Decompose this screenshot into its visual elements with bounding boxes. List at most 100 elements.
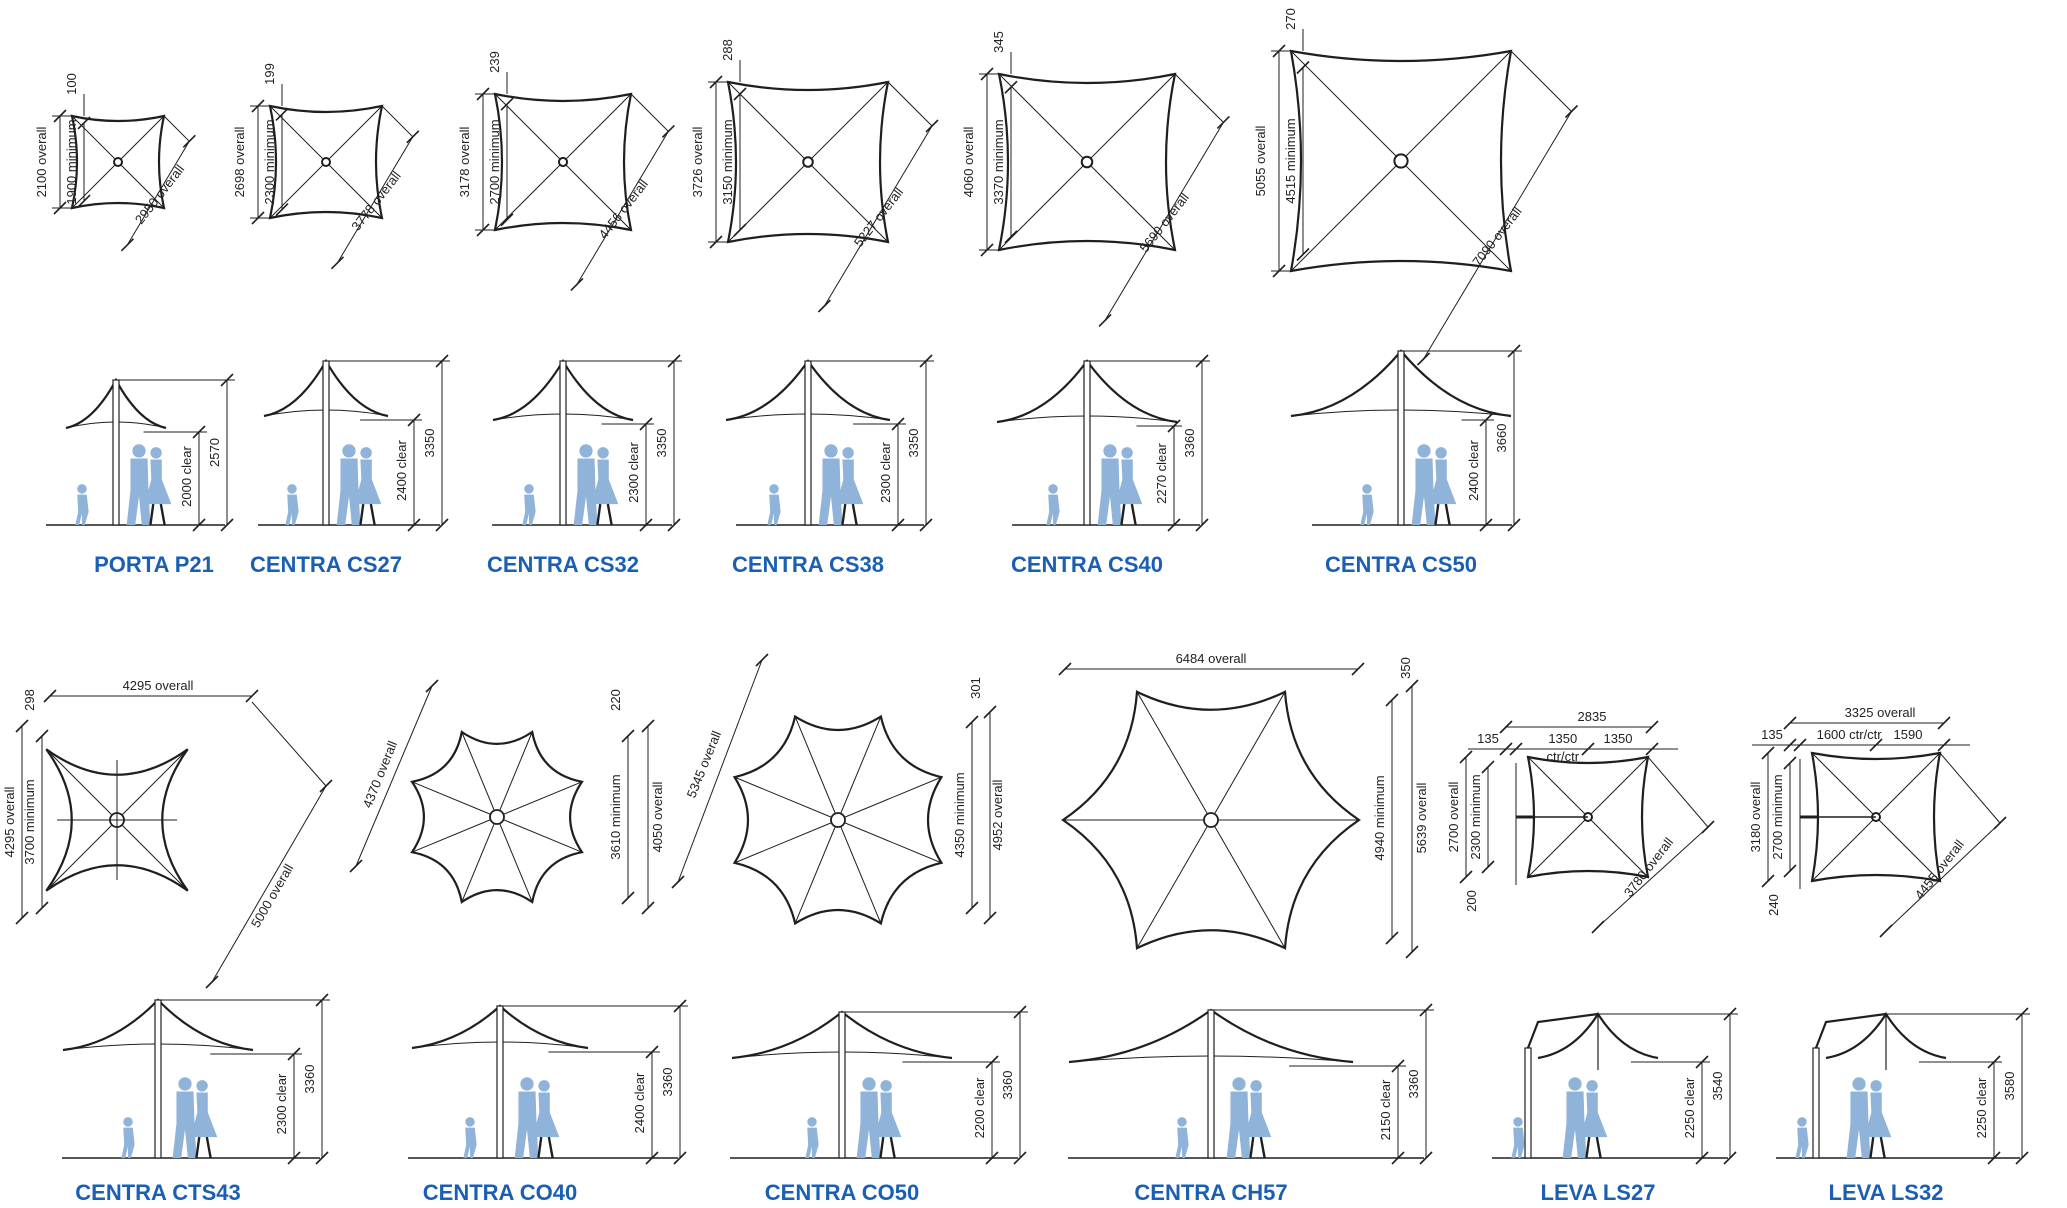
- model-title: LEVA LS32: [1829, 1180, 1944, 1205]
- dimension-extension: [630, 93, 669, 132]
- child-figure-icon: [1048, 484, 1058, 494]
- dimension-tick: [192, 518, 206, 532]
- woman-figure-icon: [597, 447, 609, 459]
- dimension-tick: [733, 223, 747, 237]
- canopy-rib: [562, 161, 632, 231]
- dimension-tick: [1004, 80, 1018, 94]
- woman-figure-icon: [150, 447, 162, 459]
- mast-hub: [321, 157, 331, 167]
- canopy-rib: [1086, 161, 1176, 251]
- dimension-tick: [641, 719, 655, 733]
- dimension-tick: [43, 689, 57, 703]
- top-offset-label: 298: [22, 689, 37, 711]
- width-dimension-label: 6484 overall: [1176, 651, 1247, 666]
- mast-hub: [802, 156, 814, 168]
- child-figure-icon: [463, 1127, 477, 1158]
- dimension-tick: [315, 993, 329, 1007]
- dimension-line: [211, 785, 327, 983]
- woman-figure-icon: [149, 503, 155, 526]
- dimension-tick: [1098, 313, 1112, 327]
- dimension-tick: [220, 373, 234, 387]
- width-dimension-label: 4295 overall: [123, 678, 194, 693]
- dimension-tick: [220, 518, 234, 532]
- dimension-tick: [570, 277, 584, 291]
- mast-pole: [838, 1011, 846, 1159]
- bottom-offset-label: 240: [1766, 894, 1781, 916]
- mast-hub: [1203, 812, 1219, 828]
- canopy-rib: [71, 161, 119, 209]
- child-figure-icon: [1513, 1117, 1523, 1127]
- minimum-dimension-label: 2700 minimum: [1770, 774, 1785, 859]
- overall-dimension-label: 3726 overall: [690, 126, 705, 197]
- dimension-tick: [1761, 746, 1775, 760]
- woman-figure-icon: [874, 1092, 902, 1138]
- clear-height-label: 2300 clear: [878, 441, 893, 502]
- woman-figure-icon: [1585, 1136, 1591, 1159]
- model-title: CENTRA CS40: [1011, 552, 1163, 577]
- man-figure-icon: [1411, 458, 1436, 525]
- canopy-rib: [325, 105, 383, 163]
- woman-figure-icon: [196, 1080, 208, 1092]
- clear-height-label: 2400 clear: [1466, 439, 1481, 500]
- diagonal-dimension-label: 7090 overall: [1469, 204, 1524, 269]
- canopy-rib: [71, 115, 119, 163]
- dimension-tick: [1987, 1151, 2001, 1165]
- dimension-tick: [621, 729, 635, 743]
- dimension-tick: [1391, 1151, 1405, 1165]
- overall-height-label: 3350: [422, 429, 437, 458]
- mast-hub: [113, 157, 123, 167]
- woman-figure-icon: [1120, 503, 1126, 526]
- clear-height-label: 2400 clear: [394, 439, 409, 500]
- diagonal-dimension-label: 5345 overall: [684, 729, 724, 800]
- top-offset-label: 350: [1398, 657, 1413, 679]
- dimension-tick: [1993, 816, 2007, 830]
- overall-dimension-label: 5055 overall: [1253, 125, 1268, 196]
- minimum-dimension-label: 3700 minimum: [22, 779, 37, 864]
- canopy-rib: [1136, 691, 1212, 821]
- dimension-tick: [1581, 742, 1595, 756]
- man-figure-icon: [1103, 444, 1117, 458]
- dimension-tick: [965, 901, 979, 915]
- dimension-extension: [1647, 756, 1709, 828]
- overall-dimension-label: 2698 overall: [232, 126, 247, 197]
- mast-hub: [489, 809, 505, 825]
- dimension-tick: [1499, 742, 1513, 756]
- model-title: CENTRA CS32: [487, 552, 639, 577]
- dimension-tick: [1479, 518, 1493, 532]
- dimension-tick: [1416, 352, 1431, 366]
- dimension-line: [337, 136, 414, 264]
- minimum-dimension-label: 3370 minimum: [991, 119, 1006, 204]
- woman-figure-icon: [369, 503, 376, 526]
- child-figure-icon: [285, 494, 299, 525]
- child-figure-icon: [1177, 1117, 1187, 1127]
- canopy-rib: [461, 731, 498, 818]
- dimension-tick: [192, 425, 206, 439]
- man-figure-icon: [862, 1077, 876, 1091]
- dimension-tick: [407, 413, 421, 427]
- minimum-dimension-label: 4515 minimum: [1283, 118, 1298, 203]
- man-figure-icon: [1562, 1091, 1587, 1158]
- canopy-rib: [496, 816, 533, 903]
- canopy-outline: [45, 748, 189, 892]
- woman-figure-icon: [880, 1080, 892, 1092]
- dimension-line: [576, 131, 669, 285]
- clear-height-label: 2400 clear: [632, 1072, 647, 1133]
- model-title: CENTRA CTS43: [75, 1180, 240, 1205]
- diagonal-dimension-label: 3780 overall: [1621, 835, 1676, 900]
- model-title: LEVA LS27: [1541, 1180, 1656, 1205]
- dimension-tick: [1783, 738, 1797, 752]
- woman-figure-icon: [1121, 447, 1133, 459]
- dimension-tick: [1879, 924, 1893, 938]
- dimension-tick: [15, 719, 29, 733]
- woman-figure-icon: [354, 459, 382, 505]
- bottom-offset-label: 200: [1464, 890, 1479, 912]
- overall-height-label: 3660: [1494, 424, 1509, 453]
- canopy-rib: [734, 819, 839, 864]
- mast-hub: [1080, 155, 1094, 169]
- woman-figure-icon: [1869, 1136, 1875, 1159]
- woman-figure-icon: [1115, 459, 1143, 505]
- dimension-tick: [2015, 1151, 2029, 1165]
- woman-figure-icon: [1879, 1136, 1886, 1159]
- mast-pole: [1524, 1047, 1532, 1159]
